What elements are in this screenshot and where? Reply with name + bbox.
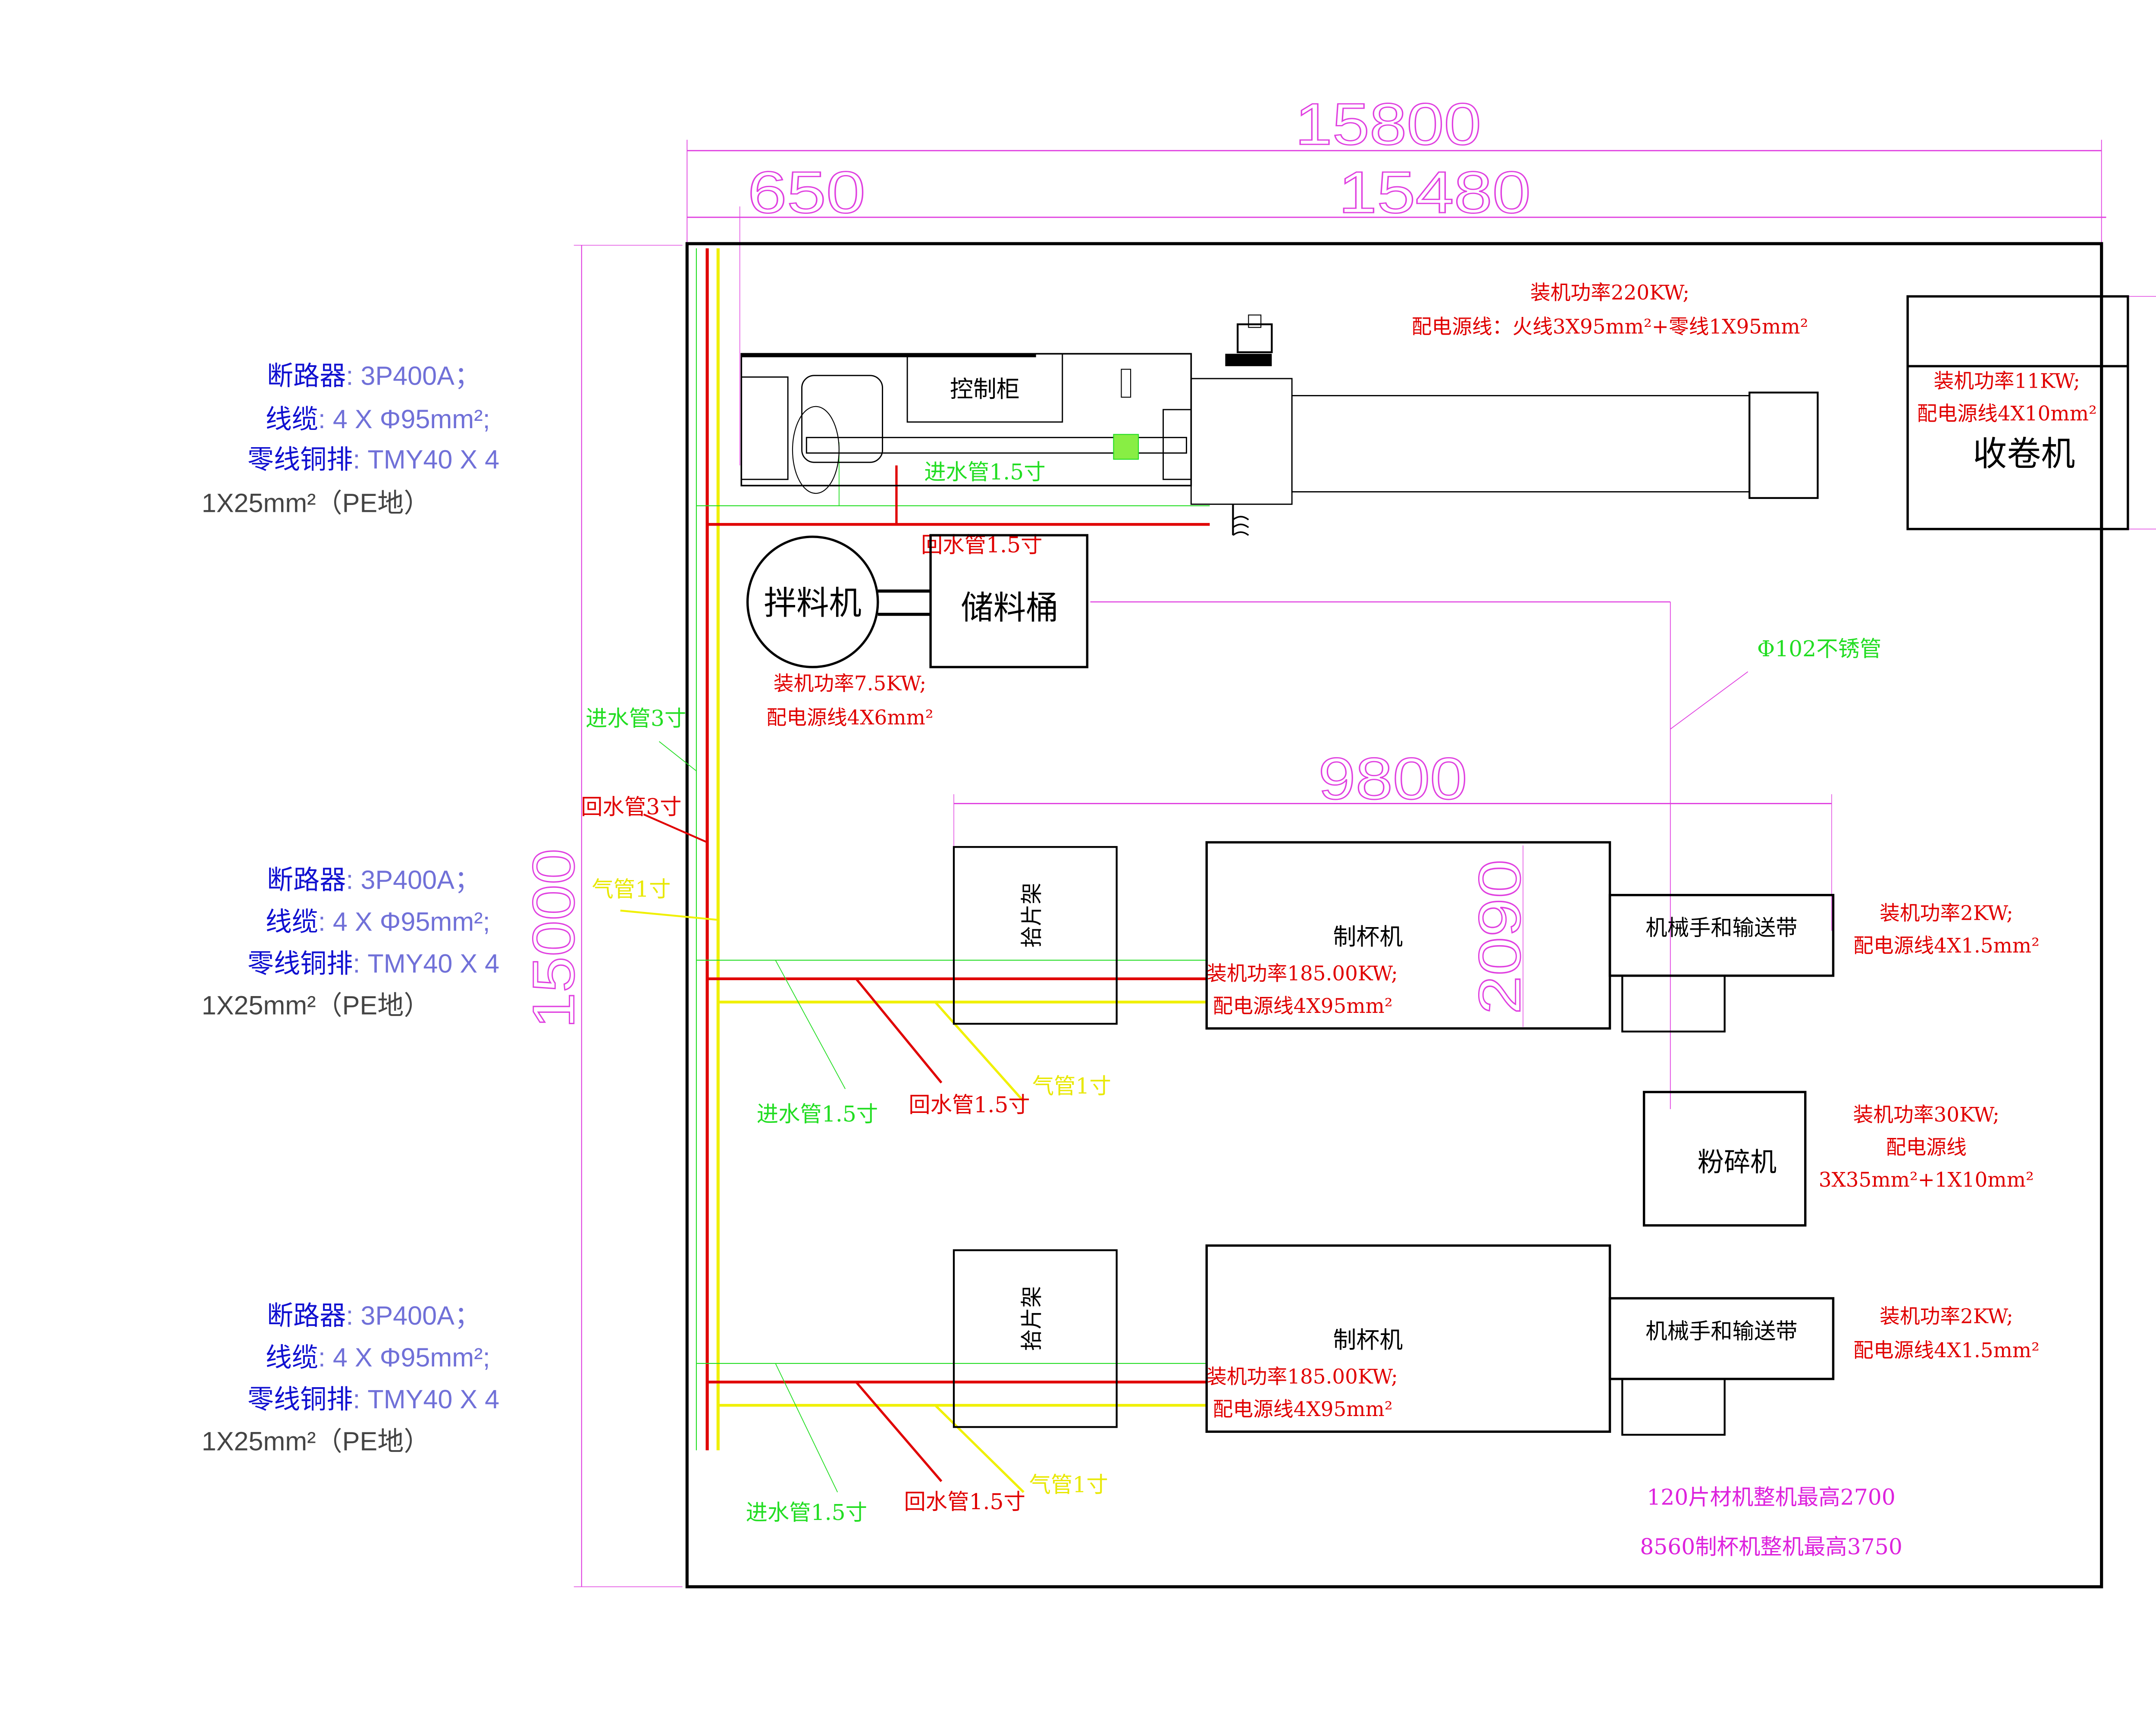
row2-inlet-label: 进水管1.5寸 bbox=[746, 1500, 867, 1525]
panel-3-cable: 线缆: 4 X Φ95mm²; bbox=[266, 1342, 490, 1373]
robot-2-power: 装机功率2KW; bbox=[1880, 1305, 2013, 1328]
main-air-label: 气管1寸 bbox=[592, 876, 671, 902]
panel-2-pe: 1X25mm²（PE地） bbox=[202, 991, 430, 1020]
panel-1-neutral: 零线铜排: TMY40 X 4 bbox=[248, 445, 499, 475]
dim-overall-width: 15800 bbox=[1295, 91, 1481, 157]
storage-bucket-label: 储料桶 bbox=[961, 589, 1059, 627]
mixer-circle bbox=[746, 536, 879, 668]
row1-inlet-label: 进水管1.5寸 bbox=[757, 1101, 878, 1127]
crusher-cable: 3X35mm²+1X10mm² bbox=[1819, 1169, 2034, 1192]
robot-1-power: 装机功率2KW; bbox=[1880, 902, 2013, 925]
cup-machine-2-cable: 配电源线4X95mm² bbox=[1213, 1398, 1393, 1421]
mixer-label: 拌料机 bbox=[764, 584, 862, 622]
sheet-rack-1-label: 拾片架 bbox=[1019, 883, 1044, 948]
winder-power: 装机功率11KW; bbox=[1934, 370, 2081, 393]
robot-2-cable: 配电源线4X1.5mm² bbox=[1853, 1339, 2040, 1363]
robot-conveyor-2-label: 机械手和输送带 bbox=[1645, 1318, 1797, 1344]
top-inlet-pipe-label: 进水管1.5寸 bbox=[924, 459, 1045, 485]
row1-return-label: 回水管1.5寸 bbox=[909, 1092, 1030, 1117]
cup-machine-2-label: 制杯机 bbox=[1333, 1326, 1403, 1354]
note-cup-machine-height: 8560制杯机整机最高3750 bbox=[1640, 1534, 1902, 1559]
extruder-power: 装机功率220KW; bbox=[1530, 282, 1689, 305]
panel-3-breaker: 断路器: 3P400A； bbox=[267, 1300, 481, 1331]
cup-machine-1-label: 制杯机 bbox=[1333, 923, 1403, 950]
panel-spec-2: 断路器: 3P400A； 线缆: 4 X Φ95mm²; 零线铜排: TMY40… bbox=[202, 865, 500, 1020]
cup-machine-1-cable: 配电源线4X95mm² bbox=[1213, 995, 1393, 1018]
winder-cable: 配电源线4X10mm² bbox=[1917, 402, 2097, 426]
panel-2-neutral: 零线铜排: TMY40 X 4 bbox=[248, 949, 499, 979]
mixer-cable: 配电源线4X6mm² bbox=[766, 706, 933, 730]
stainless-pipe bbox=[1090, 601, 1749, 1109]
extruder-cable: 配电源线：火线3X95mm²+零线1X95mm² bbox=[1412, 316, 1808, 339]
dimension-lines bbox=[573, 140, 2156, 1587]
storage-bucket-box bbox=[929, 534, 1089, 668]
sheet-rack-2-box bbox=[953, 1249, 1118, 1428]
mixer-power: 装机功率7.5KW; bbox=[774, 672, 926, 696]
main-inlet-label: 进水管3寸 bbox=[586, 706, 686, 731]
robot-conveyor-2-base bbox=[1621, 1378, 1726, 1436]
row2-air-label: 气管1寸 bbox=[1029, 1472, 1108, 1497]
robot-conveyor-1-base bbox=[1621, 975, 1726, 1033]
main-pipes bbox=[620, 248, 1210, 1493]
row2-return-label: 回水管1.5寸 bbox=[904, 1489, 1025, 1514]
panel-2-breaker: 断路器: 3P400A； bbox=[267, 865, 481, 895]
panel-spec-3: 断路器: 3P400A； 线缆: 4 X Φ95mm²; 零线铜排: TMY40… bbox=[202, 1300, 500, 1456]
panel-1-pe: 1X25mm²（PE地） bbox=[202, 488, 430, 517]
panel-1-breaker: 断路器: 3P400A； bbox=[267, 360, 481, 391]
robot-conveyor-1-label: 机械手和输送带 bbox=[1645, 915, 1797, 940]
panel-1-cable: 线缆: 4 X Φ95mm²; bbox=[266, 404, 490, 435]
cup-machine-2-power: 装机功率185.00KW; bbox=[1206, 1366, 1398, 1389]
control-cabinet-box bbox=[906, 353, 1063, 423]
dim-cup-depth: 2090 bbox=[1467, 859, 1532, 1015]
crusher-power: 装机功率30KW; bbox=[1853, 1103, 1999, 1127]
row1-air-label: 气管1寸 bbox=[1032, 1073, 1111, 1099]
crusher-cable-label: 配电源线 bbox=[1886, 1136, 1967, 1159]
panel-3-neutral: 零线铜排: TMY40 X 4 bbox=[248, 1384, 499, 1415]
crusher-box bbox=[1642, 1091, 1807, 1227]
panel-3-pe: 1X25mm²（PE地） bbox=[202, 1426, 430, 1456]
robot-1-cable: 配电源线4X1.5mm² bbox=[1853, 934, 2040, 958]
stainless-pipe-label: Φ102不锈管 bbox=[1757, 636, 1881, 661]
control-cabinet-label: 控制柜 bbox=[950, 376, 1020, 403]
dim-overall-height: 15000 bbox=[520, 849, 586, 1028]
main-return-label: 回水管3寸 bbox=[581, 794, 681, 820]
winder-label: 收卷机 bbox=[1973, 434, 2075, 473]
sheet-rack-2-label: 拾片架 bbox=[1019, 1286, 1044, 1351]
cup-machine-1-power: 装机功率185.00KW; bbox=[1206, 962, 1398, 986]
dim-inner-width: 15480 bbox=[1338, 159, 1531, 225]
building-outline bbox=[685, 242, 2103, 1589]
extruder-main-body bbox=[1190, 314, 1819, 536]
note-sheet-machine-height: 120片材机整机最高2700 bbox=[1647, 1484, 1896, 1510]
panel-2-cable: 线缆: 4 X Φ95mm²; bbox=[266, 906, 490, 937]
panel-spec-1: 断路器: 3P400A； 线缆: 4 X Φ95mm²; 零线铜排: TMY40… bbox=[202, 360, 500, 517]
crusher-label: 粉碎机 bbox=[1698, 1147, 1777, 1178]
winder-box bbox=[1906, 295, 2129, 530]
dim-offset-left: 650 bbox=[748, 159, 865, 225]
dim-cup-span: 9800 bbox=[1318, 746, 1467, 812]
sheet-rack-1-box bbox=[953, 846, 1118, 1025]
